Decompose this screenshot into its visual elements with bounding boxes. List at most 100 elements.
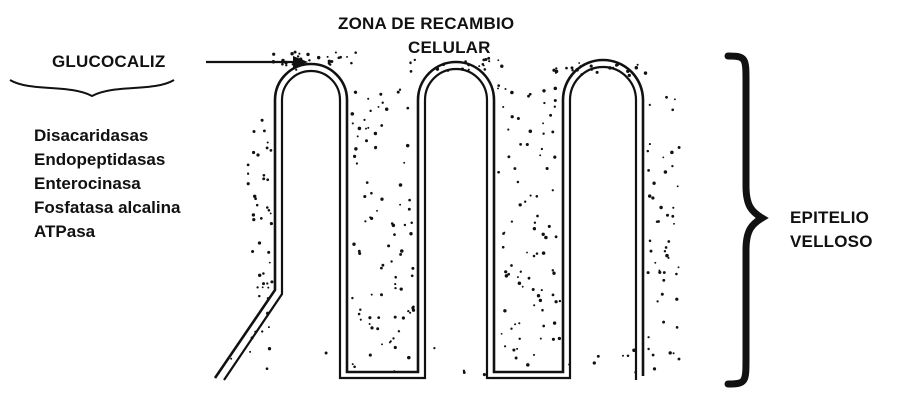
stipple-dot bbox=[247, 173, 249, 175]
stipple-dot bbox=[542, 233, 545, 236]
stipple-dot bbox=[266, 206, 269, 209]
stipple-dot bbox=[365, 128, 367, 130]
stipple-dot bbox=[671, 165, 673, 167]
glycocalyx-stipple bbox=[230, 51, 680, 377]
stipple-dot bbox=[542, 89, 545, 92]
stipple-dot bbox=[647, 169, 650, 172]
stipple-dot bbox=[306, 53, 309, 56]
stipple-dot bbox=[554, 106, 556, 108]
epitelio-brace bbox=[728, 56, 762, 384]
stipple-dot bbox=[507, 155, 510, 158]
stipple-dot bbox=[354, 147, 357, 150]
stipple-dot bbox=[673, 223, 675, 225]
stipple-dot bbox=[510, 328, 512, 330]
stipple-dot bbox=[664, 170, 668, 174]
stipple-dot bbox=[346, 56, 348, 58]
stipple-dot bbox=[536, 215, 539, 218]
stipple-dot bbox=[262, 286, 264, 288]
stipple-dot bbox=[353, 155, 356, 158]
stipple-dot bbox=[571, 66, 574, 69]
stipple-dot bbox=[544, 236, 548, 240]
stipple-dot bbox=[252, 151, 255, 154]
stipple-dot bbox=[520, 271, 522, 273]
stipple-dot bbox=[590, 65, 593, 68]
stipple-dot bbox=[256, 204, 259, 207]
stipple-dot bbox=[543, 102, 545, 104]
stipple-dot bbox=[647, 271, 650, 274]
stipple-dot bbox=[497, 84, 500, 87]
stipple-dot bbox=[381, 264, 384, 267]
stipple-dot bbox=[262, 282, 265, 285]
stipple-dot bbox=[649, 143, 651, 145]
stipple-dot bbox=[526, 363, 530, 367]
stipple-dot bbox=[673, 352, 675, 354]
stipple-dot bbox=[658, 271, 661, 274]
stipple-dot bbox=[268, 209, 271, 212]
stipple-dot bbox=[317, 56, 320, 59]
stipple-dot bbox=[406, 107, 409, 110]
stipple-dot bbox=[532, 288, 535, 291]
stipple-dot bbox=[352, 122, 354, 124]
stipple-dot bbox=[369, 354, 372, 357]
stipple-dot bbox=[357, 135, 359, 137]
stipple-dot bbox=[519, 143, 522, 146]
stipple-dot bbox=[256, 153, 259, 156]
stipple-dot bbox=[399, 183, 403, 187]
glucocaliz-brace bbox=[10, 80, 174, 96]
stipple-dot bbox=[261, 119, 264, 122]
stipple-dot bbox=[407, 310, 409, 312]
stipple-dot bbox=[537, 294, 540, 297]
stipple-dot bbox=[251, 250, 254, 253]
stipple-dot bbox=[325, 352, 328, 355]
stipple-dot bbox=[247, 182, 250, 185]
stipple-dot bbox=[380, 124, 383, 127]
stipple-dot bbox=[258, 295, 260, 297]
stipple-dot bbox=[266, 282, 268, 284]
stipple-dot bbox=[290, 52, 293, 55]
stipple-dot bbox=[552, 69, 555, 72]
stipple-dot bbox=[665, 96, 668, 99]
stipple-dot bbox=[389, 341, 391, 343]
stipple-dot bbox=[505, 88, 507, 90]
stipple-dot bbox=[675, 273, 678, 276]
stipple-dot bbox=[298, 53, 300, 55]
stipple-dot bbox=[517, 181, 520, 184]
stipple-dot bbox=[330, 60, 333, 63]
stipple-dot bbox=[272, 53, 275, 56]
stipple-dot bbox=[267, 251, 270, 254]
stipple-dot bbox=[528, 277, 531, 280]
stipple-dot bbox=[647, 150, 649, 152]
stipple-dot bbox=[644, 71, 647, 74]
stipple-dot bbox=[397, 91, 400, 94]
stipple-dot bbox=[533, 227, 536, 230]
stipple-dot bbox=[399, 89, 401, 91]
stipple-dot bbox=[360, 319, 362, 321]
stipple-dot bbox=[404, 224, 406, 226]
stipple-dot bbox=[369, 323, 371, 325]
stipple-dot bbox=[510, 264, 513, 267]
stipple-dot bbox=[505, 274, 508, 277]
enzyme-list-item: Enterocinasa bbox=[34, 174, 141, 194]
stipple-dot bbox=[366, 181, 369, 184]
stipple-dot bbox=[622, 355, 624, 357]
stipple-dot bbox=[266, 178, 269, 181]
stipple-dot bbox=[656, 300, 658, 302]
stipple-dot bbox=[358, 127, 362, 131]
stipple-dot bbox=[400, 249, 404, 253]
stipple-dot bbox=[507, 129, 509, 131]
stipple-dot bbox=[511, 220, 513, 222]
enzyme-list-item: Fosfatasa alcalina bbox=[34, 198, 180, 218]
stipple-dot bbox=[267, 287, 269, 289]
stipple-dot bbox=[514, 323, 516, 325]
stipple-dot bbox=[359, 308, 361, 310]
stipple-dot bbox=[270, 222, 273, 225]
stipple-dot bbox=[266, 146, 269, 149]
stipple-dot bbox=[627, 354, 630, 357]
stipple-dot bbox=[542, 133, 544, 135]
stipple-dot bbox=[670, 151, 674, 155]
stipple-dot bbox=[676, 326, 679, 329]
stipple-dot bbox=[358, 313, 361, 316]
stipple-dot bbox=[504, 345, 506, 347]
stipple-dot bbox=[665, 246, 668, 249]
stipple-dot bbox=[526, 143, 529, 146]
